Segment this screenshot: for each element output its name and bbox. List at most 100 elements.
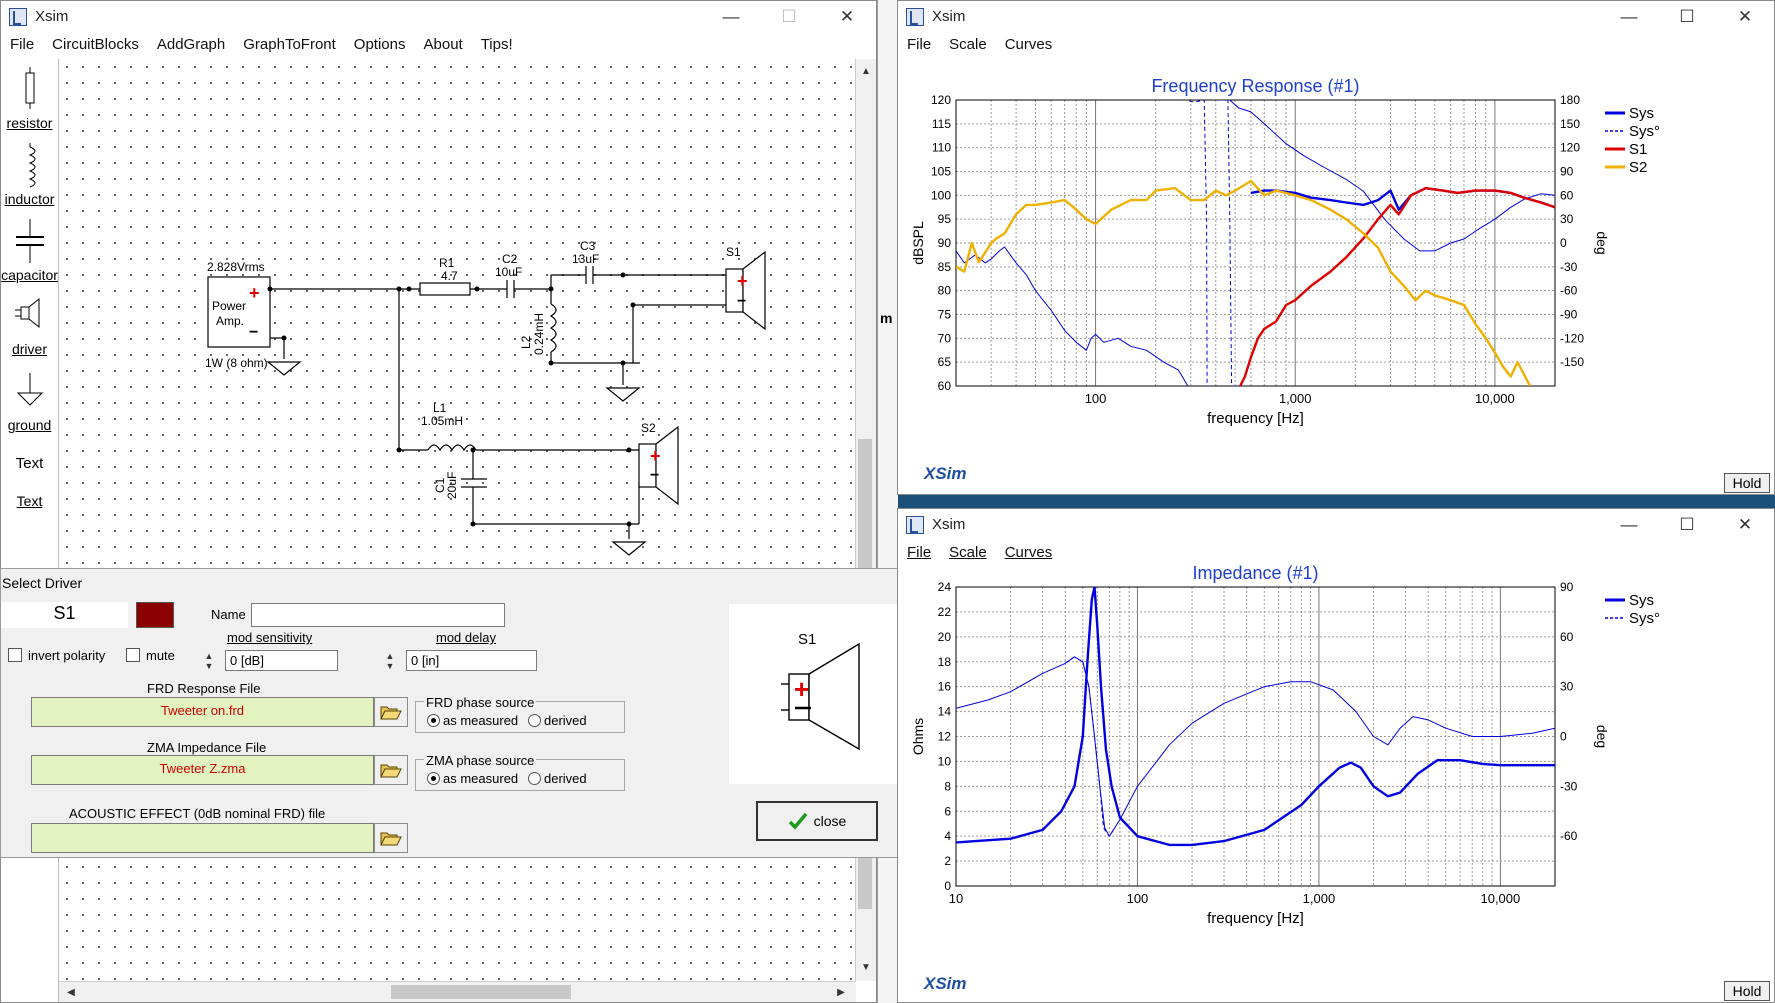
minimize-icon[interactable]: — (1620, 514, 1638, 534)
zma-as-measured-dot[interactable] (427, 772, 440, 785)
r1-value: 4.7 (441, 269, 458, 283)
zma-derived-dot[interactable] (528, 772, 541, 785)
menu-about[interactable]: About (423, 36, 463, 53)
ground-tool[interactable]: ground (1, 369, 58, 439)
zma-phase-group: ZMA phase source as measured derived (415, 753, 625, 791)
imp-ytick: 4 (944, 829, 951, 843)
imp-menu-file[interactable]: File (907, 544, 932, 561)
s1-minus-icon: − (737, 293, 746, 310)
invert-checkbox-box[interactable] (8, 648, 22, 662)
menu-addgraph[interactable]: AddGraph (156, 36, 226, 53)
freq-menu-scale[interactable]: Scale (949, 36, 987, 53)
text-label: Text (16, 493, 43, 509)
mod-sensitivity-stepper[interactable]: ▲▼ (204, 651, 214, 671)
scroll-thumb-h[interactable] (391, 985, 571, 999)
freq-ytick: 80 (938, 284, 952, 298)
mod-sensitivity-input[interactable] (225, 650, 338, 671)
invert-polarity-checkbox[interactable]: invert polarity (8, 648, 105, 663)
zma-file-field[interactable]: Tweeter Z.zma (31, 755, 374, 785)
name-input[interactable] (251, 603, 505, 627)
zma-browse-button[interactable] (374, 755, 408, 785)
maximize-icon[interactable]: ☐ (781, 6, 797, 26)
driver-color-swatch[interactable] (136, 602, 174, 628)
imp-title: Impedance (#1) (1192, 565, 1318, 583)
freq-titlebar[interactable]: Xsim — ☐ ✕ (898, 1, 1774, 32)
zma-derived-radio[interactable]: derived (528, 771, 587, 786)
acoustic-file-field[interactable] (31, 823, 374, 853)
maximize-icon[interactable]: ☐ (1679, 6, 1695, 26)
minimize-icon[interactable]: — (722, 6, 740, 26)
frd-as-measured-dot[interactable] (427, 714, 440, 727)
svg-text:+: + (794, 674, 809, 704)
folder-open-icon (380, 706, 402, 720)
freq-y2tick: 180 (1560, 93, 1580, 107)
driver-id-box: S1 (1, 602, 128, 628)
freq-xtick: 10,000 (1475, 391, 1515, 406)
freq-ytick: 85 (938, 260, 952, 274)
zma-as-measured-radio[interactable]: as measured (427, 771, 518, 786)
imp-hold-button[interactable]: Hold (1724, 981, 1770, 1001)
close-button[interactable]: close (756, 801, 878, 841)
imp-window-title: Xsim (932, 516, 966, 533)
mod-delay-stepper[interactable]: ▲▼ (385, 651, 395, 671)
freq-y2label: deg (1594, 231, 1610, 254)
scroll-right-icon[interactable]: ▶ (837, 986, 845, 998)
frd-file-field[interactable]: Tweeter on.frd (31, 697, 374, 727)
frd-derived-radio[interactable]: derived (528, 713, 587, 728)
text-tool[interactable]: Text Text (1, 445, 58, 515)
imp-titlebar[interactable]: Xsim — ☐ ✕ (898, 509, 1774, 540)
s2-plus-icon: + (650, 446, 661, 466)
frd-browse-button[interactable] (374, 697, 408, 727)
freq-title: Frequency Response (#1) (1151, 76, 1359, 96)
scroll-left-icon[interactable]: ◀ (67, 986, 75, 998)
frd-phase-label: FRD phase source (424, 695, 537, 710)
menu-file[interactable]: File (10, 36, 35, 53)
maximize-icon[interactable]: ☐ (1679, 514, 1695, 534)
main-titlebar[interactable]: Xsim — ☐ ✕ (1, 1, 876, 32)
freq-series-group (956, 100, 1555, 386)
freq-menu-file[interactable]: File (907, 36, 932, 53)
driver-label: driver (11, 341, 47, 357)
folder-open-icon (380, 764, 402, 778)
imp-y2tick: -60 (1560, 829, 1578, 843)
mute-checkbox-box[interactable] (126, 648, 140, 662)
scroll-down-icon[interactable]: ▼ (861, 961, 871, 973)
preview-label: S1 (798, 631, 817, 648)
close-icon[interactable]: ✕ (839, 6, 855, 26)
freq-ytick: 100 (931, 188, 951, 202)
dialog-title: Select Driver (2, 575, 83, 591)
imp-legend-label: Sys° (1629, 610, 1660, 627)
scroll-up-icon[interactable]: ▲ (861, 65, 871, 77)
imp-ytick: 0 (944, 879, 951, 893)
acoustic-browse-button[interactable] (374, 823, 408, 853)
menu-circuitblocks[interactable]: CircuitBlocks (52, 36, 139, 53)
resistor-tool[interactable]: resistor (1, 67, 58, 137)
freq-legend-label: S2 (1629, 159, 1647, 176)
imp-series-1 (1064, 656, 1116, 837)
freq-menu-curves[interactable]: Curves (1004, 36, 1053, 53)
horizontal-scrollbar[interactable]: ◀ ▶ (59, 981, 856, 1002)
menu-graphtofront[interactable]: GraphToFront (243, 36, 336, 53)
frd-derived-dot[interactable] (528, 714, 541, 727)
close-icon[interactable]: ✕ (1737, 514, 1753, 534)
frd-as-measured-radio[interactable]: as measured (427, 713, 518, 728)
speaker-icon: + (781, 642, 860, 751)
frequency-response-chart: 6065707580859095100105110115120-150-120-… (910, 76, 1660, 427)
minimize-icon[interactable]: — (1620, 6, 1638, 26)
imp-menu-scale[interactable]: Scale (949, 544, 987, 561)
imp-menu-curves[interactable]: Curves (1004, 544, 1053, 561)
freq-menubar: File Scale Curves (898, 32, 1774, 57)
inductor-tool[interactable]: inductor (1, 143, 58, 213)
main-window-title: Xsim (35, 8, 69, 25)
menu-options[interactable]: Options (353, 36, 406, 53)
s1-name: S1 (726, 245, 741, 259)
menu-tips[interactable]: Tips! (480, 36, 513, 53)
freq-hold-button[interactable]: Hold (1724, 473, 1770, 493)
mute-checkbox[interactable]: mute (126, 648, 175, 663)
capacitor-tool[interactable]: capacitor (1, 217, 58, 287)
close-icon[interactable]: ✕ (1737, 6, 1753, 26)
mod-delay-input[interactable] (406, 650, 537, 671)
driver-tool[interactable]: driver (1, 293, 58, 363)
